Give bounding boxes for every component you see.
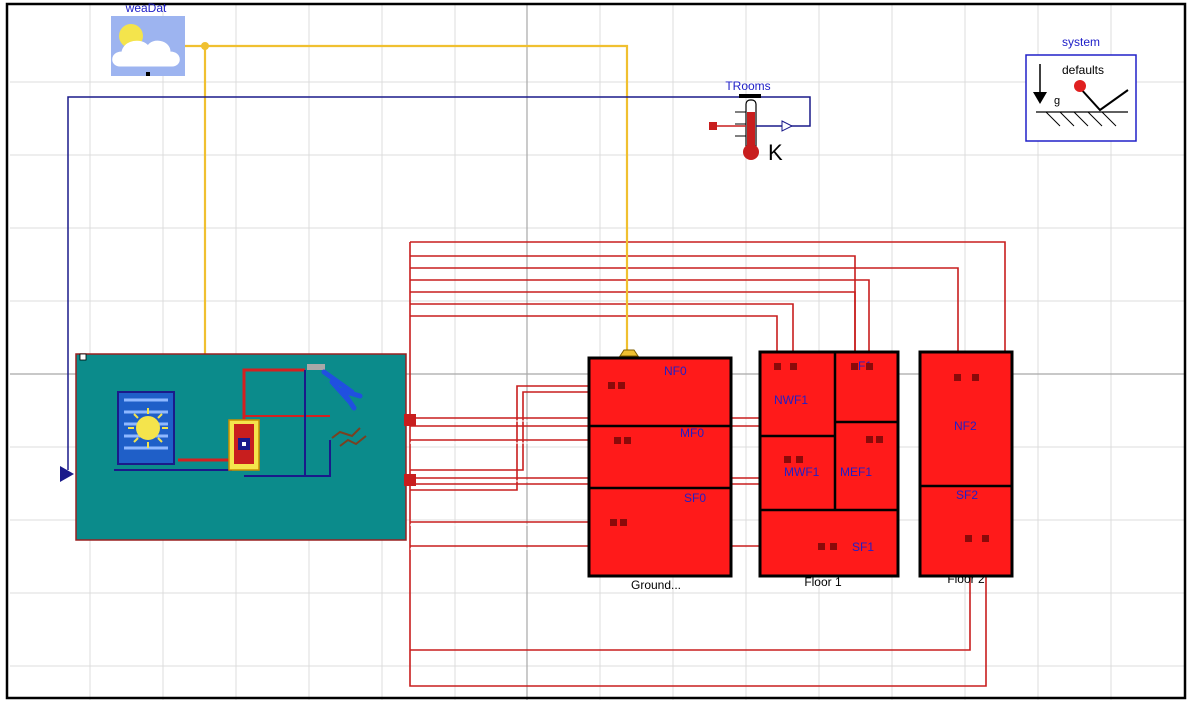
zone-name: Floor 2 xyxy=(947,572,985,586)
room-label: MF0 xyxy=(680,426,704,440)
sensor-heat-port[interactable] xyxy=(709,122,717,130)
temperature-sensor[interactable]: TRooms K xyxy=(709,79,794,165)
pendulum-icon xyxy=(1079,87,1129,112)
zone-name: Ground... xyxy=(631,578,681,592)
system-label: system xyxy=(1062,35,1100,49)
room-label: NF2 xyxy=(954,419,977,433)
gravity-arrow-icon xyxy=(1033,92,1047,104)
weather-label: weaDat xyxy=(125,1,167,15)
solar-collector-icon xyxy=(117,391,175,465)
weather-bus xyxy=(82,44,629,362)
bus-junction xyxy=(201,42,209,50)
thermometer-bulb xyxy=(743,144,759,160)
gravity-label: g xyxy=(1054,95,1060,107)
system-block[interactable]: system defaults g xyxy=(1025,35,1137,142)
diagram-frame xyxy=(5,2,1187,700)
system-subtitle: defaults xyxy=(1062,63,1104,77)
plant-weather-port[interactable] xyxy=(79,353,87,361)
sensor-label: TRooms xyxy=(725,79,770,93)
zone-name: Floor 1 xyxy=(804,575,842,589)
zone-ground[interactable]: NF0 MF0 SF0 Ground... xyxy=(587,349,733,592)
room-label: SF2 xyxy=(956,488,978,502)
weather-block[interactable]: weaDat xyxy=(111,1,185,76)
signal-input-arrow xyxy=(60,466,74,482)
cloud-icon xyxy=(112,40,180,67)
bus-connector-icon xyxy=(619,349,639,357)
radiator-icon xyxy=(331,427,367,447)
signal-wire xyxy=(67,96,811,470)
room-label: SF1 xyxy=(852,540,874,554)
room-label: NWF1 xyxy=(774,393,808,407)
zone-floor2[interactable]: NF2 SF2 Floor 2 xyxy=(918,350,1014,586)
plant-heat-port-top[interactable] xyxy=(404,414,416,426)
sensor-output-arrow[interactable] xyxy=(781,120,794,132)
zone-floor1[interactable]: NWF1 F1 MWF1 MEF1 SF1 Floor 1 xyxy=(758,350,900,589)
room-label: NF0 xyxy=(664,364,687,378)
room-label: SF0 xyxy=(684,491,706,505)
grid xyxy=(10,5,1185,700)
hvac-plant-block[interactable] xyxy=(75,353,416,541)
hand-icon xyxy=(321,369,363,411)
room-label: MWF1 xyxy=(784,465,820,479)
sensor-unit: K xyxy=(768,140,783,165)
plant-heat-port-bottom[interactable] xyxy=(404,474,416,486)
room-label: MEF1 xyxy=(840,465,872,479)
